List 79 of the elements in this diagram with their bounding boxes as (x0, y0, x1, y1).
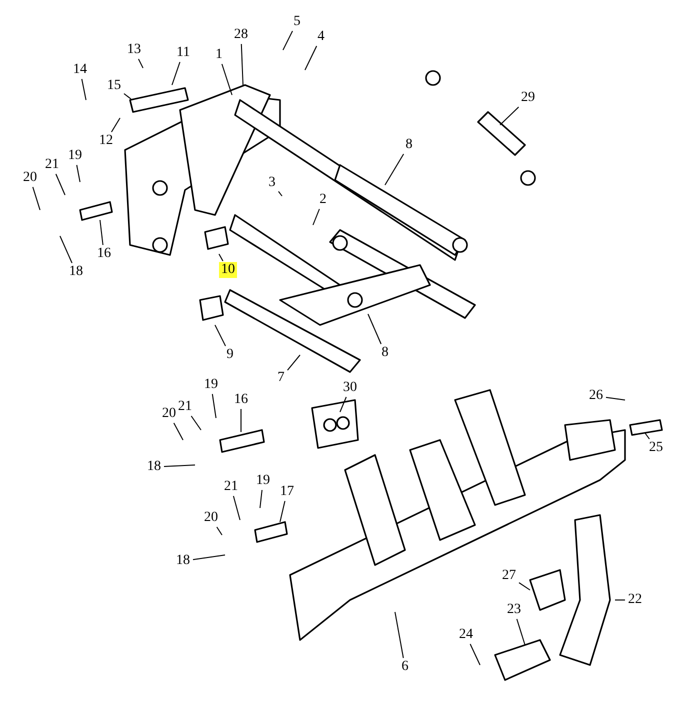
leader-line (240, 44, 244, 86)
leader-line (304, 46, 318, 70)
leader-line (60, 236, 72, 264)
leader-line (500, 106, 520, 126)
callout-number: 10 (219, 262, 237, 278)
callout-number: 11 (174, 45, 192, 61)
callout-number: 7 (276, 370, 286, 386)
leader-line (124, 93, 132, 100)
leader-line (32, 186, 40, 210)
leader-line (192, 554, 226, 560)
leader-line (232, 496, 240, 520)
callout-number: 8 (380, 345, 390, 361)
callout-number: 18 (67, 264, 85, 280)
callout-number: 9 (224, 347, 236, 363)
leader-line (340, 396, 347, 412)
leader-line (76, 164, 80, 182)
callout-number: 3 (266, 175, 278, 191)
leader-line (287, 354, 300, 371)
callout-number: 19 (202, 377, 220, 393)
callout-number: 1 (214, 47, 224, 63)
callout-number: 13 (125, 42, 143, 58)
leader-line (282, 30, 293, 50)
leader-line (218, 254, 224, 262)
leader-line (81, 78, 86, 100)
leader-line (394, 612, 404, 658)
callout-number: 18 (145, 459, 163, 475)
leader-line (190, 416, 202, 430)
callout-number: 24 (457, 627, 475, 643)
leader-line (212, 394, 216, 418)
leader-line (221, 64, 232, 96)
leader-line (260, 490, 262, 508)
callout-number: 22 (626, 592, 644, 608)
callout-number: 26 (587, 388, 605, 404)
callout-number: 5 (292, 14, 302, 30)
callout-number: 14 (71, 62, 89, 78)
leader-line (278, 190, 282, 196)
callout-number: 17 (278, 484, 296, 500)
leader-line (172, 62, 180, 86)
leader-line (384, 154, 404, 186)
leader-line (173, 422, 184, 440)
leader-line (280, 500, 286, 522)
callout-number: 23 (505, 602, 523, 618)
leader-line (138, 58, 144, 68)
callout-number: 20 (202, 510, 220, 526)
callout-number: 16 (232, 392, 250, 408)
callout-number: 21 (222, 479, 240, 495)
leader-line (644, 432, 650, 440)
callout-number: 4 (316, 29, 326, 45)
callout-number: 16 (95, 246, 113, 262)
leader-line (312, 208, 320, 226)
leader-line (516, 618, 526, 646)
callout-number: 8 (404, 137, 414, 153)
leader-line (100, 220, 104, 246)
leader-line (368, 314, 382, 344)
leader-line (606, 396, 626, 400)
callout-number: 21 (43, 157, 61, 173)
callout-number: 21 (176, 399, 194, 415)
callout-number: 25 (647, 440, 665, 456)
leader-line (214, 324, 226, 346)
leader-line (164, 464, 196, 467)
leader-line (110, 118, 120, 132)
callout-number: 27 (500, 568, 518, 584)
leader-line (518, 582, 530, 590)
callout-number: 20 (21, 170, 39, 186)
leader-line (240, 408, 242, 432)
callout-number: 19 (66, 148, 84, 164)
callout-number: 18 (174, 553, 192, 569)
callout-number: 19 (254, 473, 272, 489)
callout-number: 15 (105, 78, 123, 94)
callout-number: 6 (400, 659, 410, 675)
callout-number: 28 (232, 27, 250, 43)
callout-number: 2 (318, 192, 328, 208)
callout-number: 29 (519, 90, 537, 106)
callout-number: 20 (160, 406, 178, 422)
callout-number: 12 (97, 133, 115, 149)
leader-line (55, 174, 66, 196)
callout-number: 30 (341, 380, 359, 396)
leader-line (470, 644, 480, 666)
leader-line (216, 526, 222, 536)
